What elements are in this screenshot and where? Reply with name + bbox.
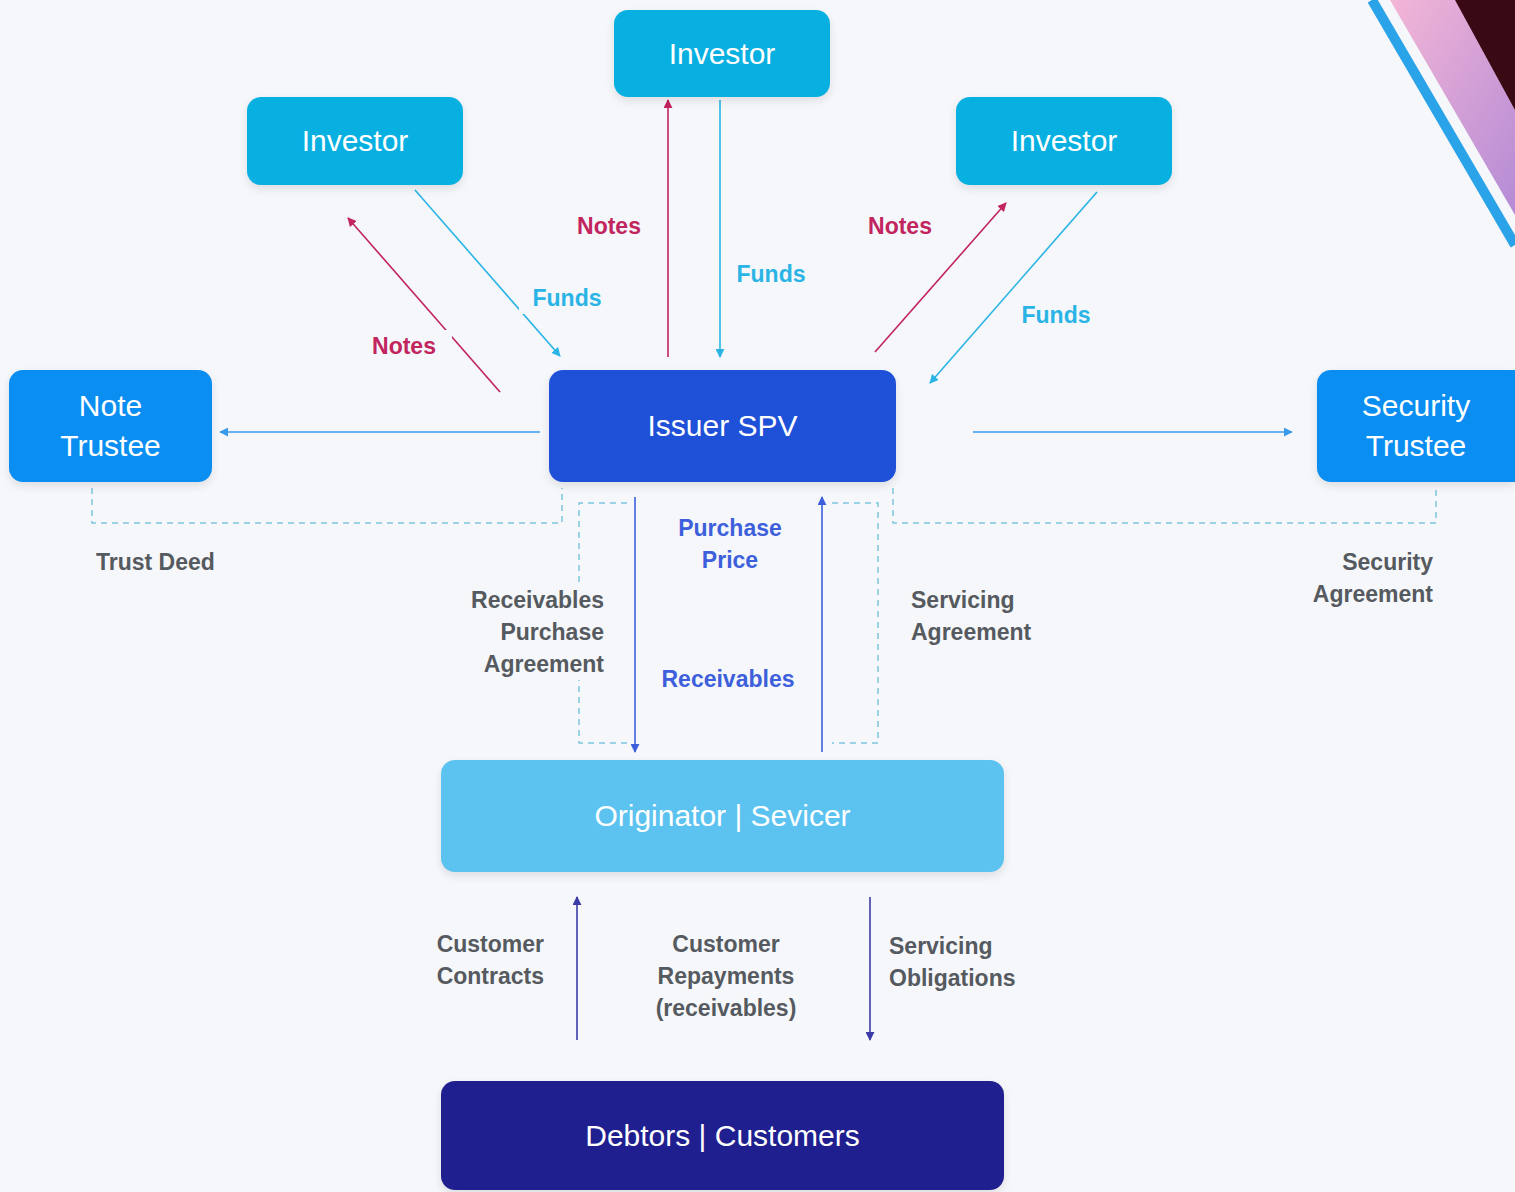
box-label: Originator | Sevicer <box>594 796 850 836</box>
flow-label: Customer Contracts <box>411 928 547 992</box>
flow-label: Funds <box>723 258 819 290</box>
flow-arrow <box>220 431 540 433</box>
flow-arrow <box>973 431 1292 433</box>
flow-label: Purchase Price <box>664 512 796 576</box>
box-label: Investor <box>302 121 409 161</box>
flow-arrow <box>719 100 721 357</box>
box-label: Security Trustee <box>1346 386 1486 466</box>
flow-label: Funds <box>1008 299 1104 331</box>
flow-label: Receivables <box>645 663 811 695</box>
box-label: Note Trustee <box>41 386 181 466</box>
process-box: Debtors | Customers <box>441 1081 1004 1190</box>
flow-arrow <box>821 497 823 752</box>
agreement-label: Receivables Purchase Agreement <box>446 584 607 680</box>
corner-decoration <box>1455 0 1515 110</box>
flow-label: Notes <box>852 210 948 242</box>
process-box: Investor <box>614 10 830 97</box>
box-label: Debtors | Customers <box>585 1116 860 1156</box>
flow-label: Notes <box>356 330 452 362</box>
process-box: Security Trustee <box>1317 370 1515 482</box>
flow-arrow <box>576 897 578 1040</box>
corner-decoration <box>1390 0 1515 215</box>
flow-arrow <box>869 897 871 1040</box>
agreement-label: Security Agreement <box>1280 546 1436 610</box>
box-label: Investor <box>669 34 776 74</box>
flow-arrow <box>348 218 500 392</box>
process-box: Investor <box>956 97 1172 185</box>
corner-stripe <box>1372 0 1515 245</box>
flow-arrow <box>930 192 1097 383</box>
agreement-brackets <box>92 488 1436 743</box>
flow-label: Servicing Obligations <box>886 930 1042 994</box>
agreement-label: Servicing Agreement <box>908 584 1074 648</box>
flow-arrow <box>667 100 669 357</box>
flow-label: Funds <box>519 282 615 314</box>
agreement-label: Trust Deed <box>93 546 259 578</box>
flow-arrow <box>634 497 636 752</box>
box-label: Issuer SPV <box>647 406 797 446</box>
process-box: Issuer SPV <box>549 370 896 482</box>
box-label: Investor <box>1011 121 1118 161</box>
process-box: Originator | Sevicer <box>441 760 1004 872</box>
process-box: Investor <box>247 97 463 185</box>
agreement-label: Customer Repayments (receivables) <box>638 928 814 1024</box>
flow-label: Notes <box>561 210 657 242</box>
process-box: Note Trustee <box>9 370 212 482</box>
